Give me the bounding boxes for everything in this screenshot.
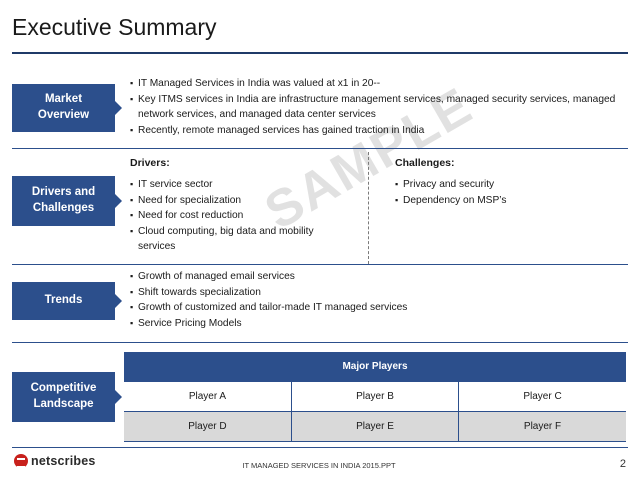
table-cell: Player E (290, 411, 459, 442)
trends-label: Trends (12, 282, 115, 320)
table-row: Player D Player E Player F (124, 411, 626, 442)
drivers-bullets: IT service sector Need for specializatio… (130, 177, 360, 255)
netscribes-logo-icon (14, 454, 28, 468)
list-item: Service Pricing Models (130, 316, 625, 332)
section-divider (12, 264, 628, 265)
page-title: Executive Summary (12, 14, 217, 40)
list-item: Growth of managed email services (130, 269, 625, 285)
section-divider (12, 342, 628, 343)
table-cell: Player C (458, 381, 626, 412)
list-item: IT service sector (130, 177, 360, 193)
challenges-heading: Challenges: (395, 157, 455, 169)
list-item: Privacy and security (395, 177, 625, 193)
market-overview-arrow (115, 101, 122, 115)
logo-brand-text: netscribes (31, 454, 96, 468)
table-cell: Player B (290, 381, 459, 412)
market-overview-bullets: IT Managed Services in India was valued … (130, 76, 625, 138)
list-item: Recently, remote managed services has ga… (130, 123, 625, 139)
footer-document-name: IT MANAGED SERVICES IN INDIA 2015.PPT (242, 461, 396, 470)
list-item: Dependency on MSP’s (395, 193, 625, 209)
drivers-challenges-label: Drivers and Challenges (12, 176, 115, 226)
section-divider (12, 148, 628, 149)
netscribes-logo: netscribes (14, 454, 96, 468)
table-row: Player A Player B Player C (124, 381, 626, 412)
footer-divider (12, 447, 628, 448)
drivers-challenges-divider (368, 152, 369, 264)
drivers-challenges-arrow (115, 194, 122, 208)
competitive-landscape-arrow (115, 390, 122, 404)
list-item: IT Managed Services in India was valued … (130, 76, 625, 92)
list-item: Shift towards specialization (130, 285, 625, 301)
trends-arrow (115, 294, 122, 308)
drivers-heading: Drivers: (130, 157, 170, 169)
table-cell: Player D (124, 411, 292, 442)
competitive-landscape-label: Competitive Landscape (12, 372, 115, 422)
trends-bullets: Growth of managed email services Shift t… (130, 269, 625, 331)
major-players-table: Major Players Player A Player B Player C… (124, 352, 626, 442)
title-divider (12, 52, 628, 54)
list-item: Growth of customized and tailor-made IT … (130, 300, 625, 316)
list-item: Need for specialization (130, 193, 360, 209)
list-item: Key ITMS services in India are infrastru… (130, 92, 625, 123)
list-item: Cloud computing, big data and mobility s… (130, 224, 338, 255)
table-header: Major Players (124, 352, 626, 382)
table-cell: Player A (124, 381, 292, 412)
page-number: 2 (619, 458, 626, 470)
list-item: Need for cost reduction (130, 208, 360, 224)
challenges-bullets: Privacy and security Dependency on MSP’s (395, 177, 625, 208)
market-overview-label: Market Overview (12, 84, 115, 132)
table-cell: Player F (458, 411, 626, 442)
